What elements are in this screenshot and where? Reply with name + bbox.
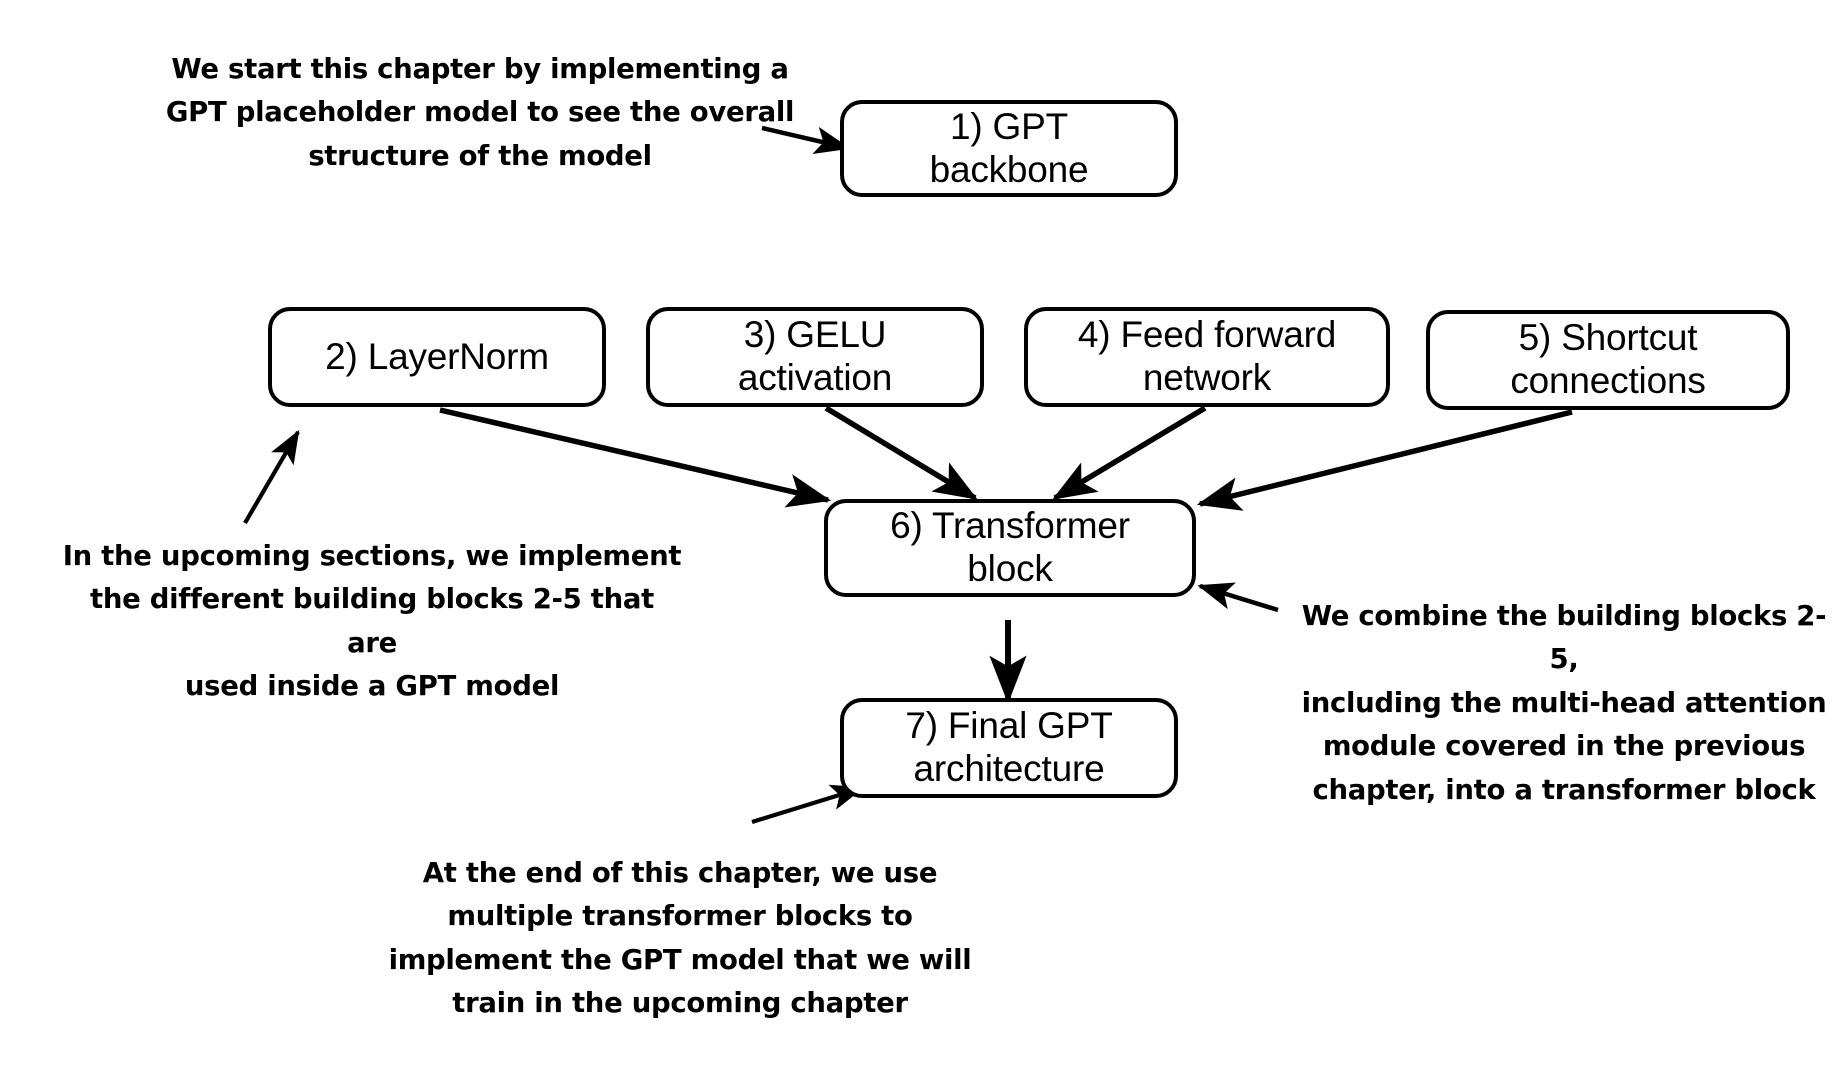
node-final-gpt[interactable]: 7) Final GPT architecture [840, 698, 1178, 798]
note-combine: We combine the building blocks 2-5, incl… [1301, 600, 1827, 806]
arrow-note-final-to-final-gpt [751, 784, 865, 825]
node-gpt-backbone[interactable]: 1) GPT backbone [840, 100, 1178, 197]
note-final: At the end of this chapter, we use multi… [388, 857, 972, 1020]
node-transformer-block[interactable]: 6) Transformer block [824, 499, 1196, 597]
node-shortcut-connections[interactable]: 5) Shortcut connections [1426, 310, 1790, 410]
note-blocks: In the upcoming sections, we implement t… [62, 540, 682, 703]
arrow-note-blocks-to-layernorm [243, 429, 300, 525]
arrow-gelu-to-transformer [824, 405, 978, 501]
arrow-note-combine-to-transformer [1197, 582, 1279, 613]
node-layernorm[interactable]: 2) LayerNorm [268, 307, 606, 407]
arrow-feedforward-to-transformer [1052, 405, 1207, 501]
arrow-shortcut-to-transformer [1196, 409, 1573, 511]
note-intro: We start this chapter by implementing a … [165, 53, 795, 172]
arrow-layernorm-to-transformer [439, 407, 832, 508]
node-feed-forward[interactable]: 4) Feed forward network [1024, 307, 1390, 407]
node-gelu-activation[interactable]: 3) GELU activation [646, 307, 984, 407]
